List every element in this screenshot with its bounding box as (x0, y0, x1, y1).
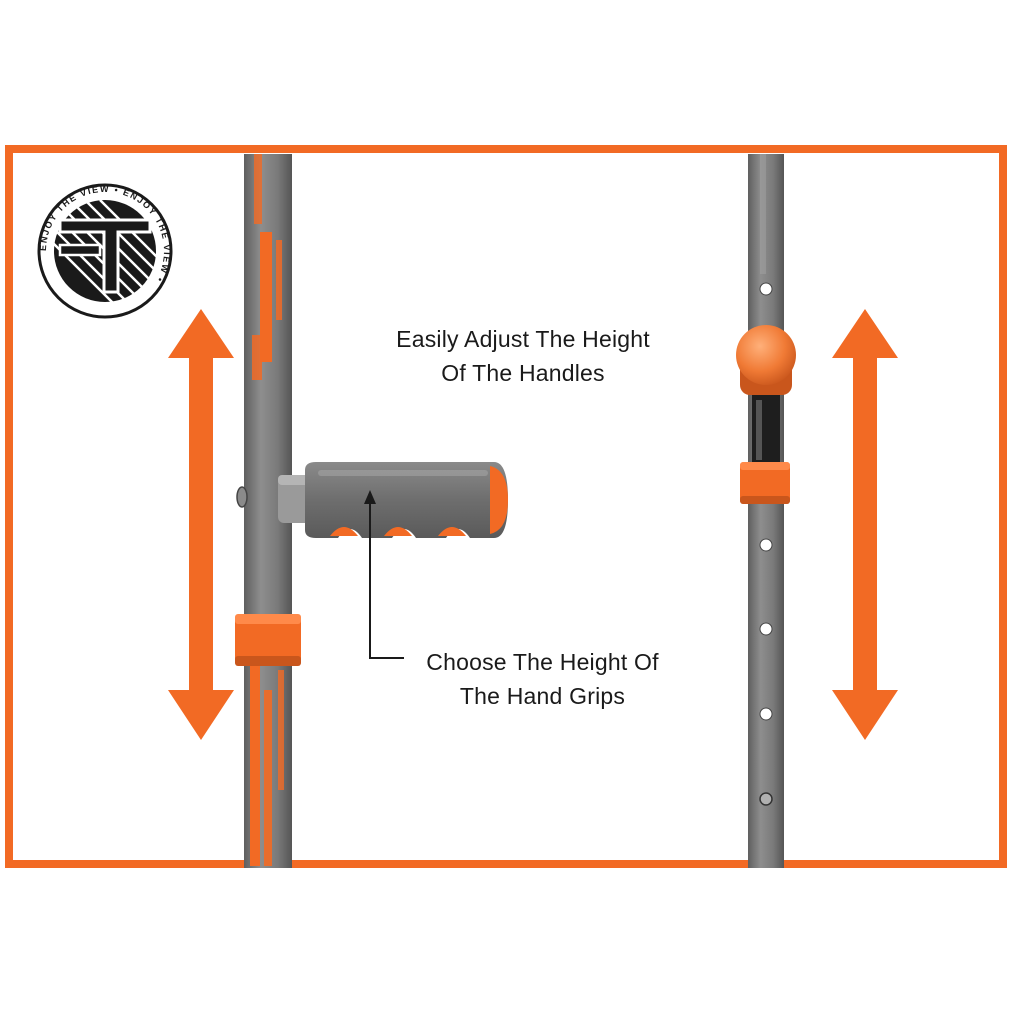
caption-bottom-line1: Choose The Height Of (426, 649, 659, 675)
caption-adjust-handles: Easily Adjust The Height Of The Handles (380, 322, 666, 390)
product-frame (5, 145, 1007, 868)
caption-hand-grips: Choose The Height Of The Hand Grips (400, 645, 685, 713)
caption-top-line2: Of The Handles (441, 360, 605, 386)
caption-top-line1: Easily Adjust The Height (396, 326, 650, 352)
caption-bottom-line2: The Hand Grips (459, 683, 626, 709)
